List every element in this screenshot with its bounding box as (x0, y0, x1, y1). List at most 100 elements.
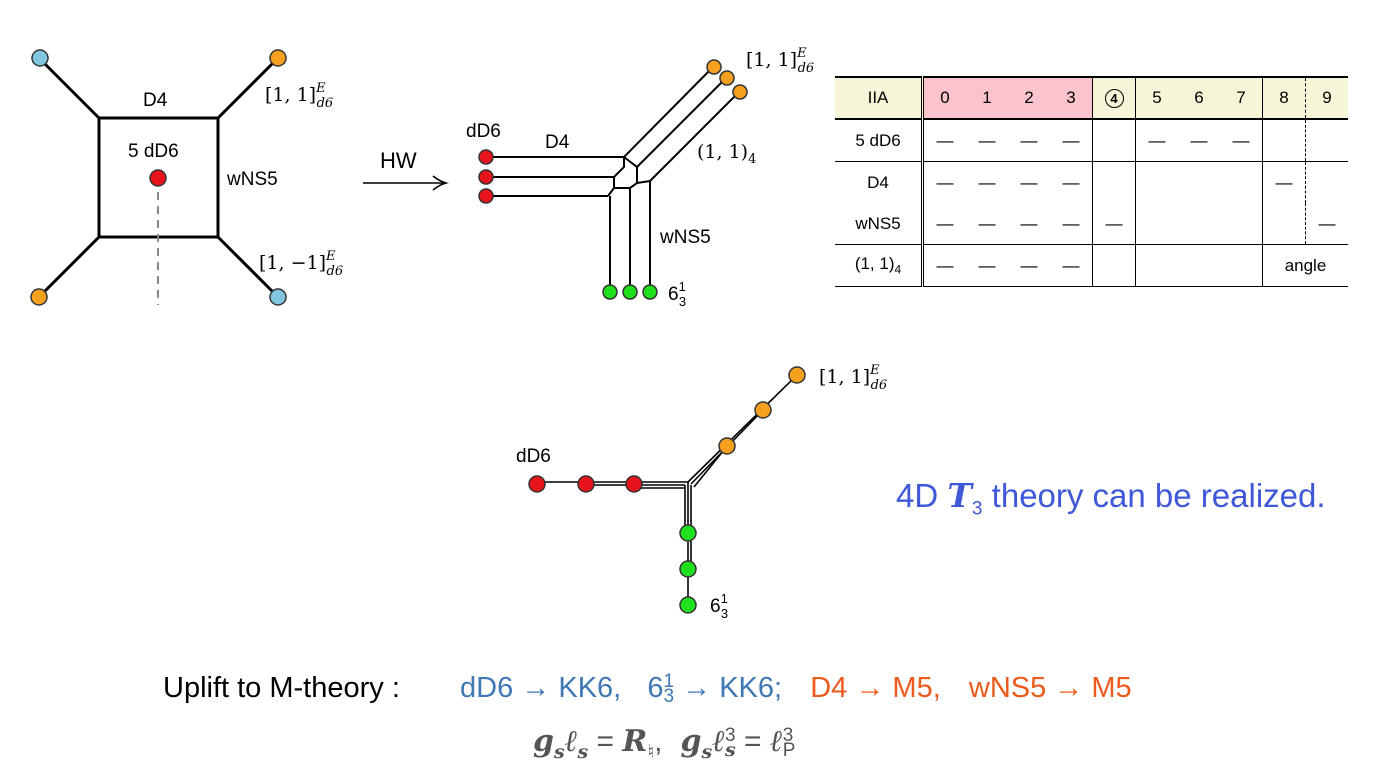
table-cell (1305, 161, 1348, 203)
table-cell: — (1008, 244, 1050, 287)
table-cell (1092, 119, 1136, 162)
table-cell (1135, 203, 1178, 245)
table-row: D4 — — — — — (835, 161, 1348, 204)
orange-node (718, 437, 736, 455)
table-cell: — (936, 172, 954, 192)
col-header: 0 (922, 76, 966, 120)
red-node (478, 188, 494, 204)
red-node (149, 169, 167, 187)
table-cell: — (1008, 203, 1050, 245)
table-cell: — (1220, 119, 1263, 162)
row-label: (1, 1)4 (835, 244, 924, 287)
table-cell: — (978, 172, 996, 192)
col-header: 2 (1008, 76, 1050, 120)
row-label: D4 (835, 161, 924, 203)
orange-node (719, 70, 735, 86)
row-label: wNS5 (835, 203, 924, 245)
table-cell: — (1305, 203, 1348, 245)
orange-node (788, 366, 806, 384)
table-cell: — (1178, 119, 1220, 162)
table-cell (1220, 203, 1263, 245)
table-cell (1262, 119, 1306, 162)
table-cell: — (1092, 203, 1136, 245)
t3-statement: 4D T3 theory can be realized. (896, 476, 1326, 520)
uplift-map-dd6: dD6 → KK6, (460, 672, 622, 704)
col-header: 5 (1135, 76, 1178, 120)
red-node (528, 475, 546, 493)
table-cell: — (966, 203, 1008, 245)
table-cell: — (1135, 119, 1178, 162)
orange-node (30, 288, 48, 306)
table-cell (1220, 244, 1263, 287)
orange-node (732, 84, 748, 100)
table-cell-angle: angle (1262, 244, 1348, 287)
table-cell (1305, 119, 1348, 162)
table-cell: — (966, 244, 1008, 287)
table-cell (1092, 161, 1136, 203)
green-node (679, 560, 697, 578)
table-cell: — (1062, 172, 1080, 192)
arrow-label-hw: HW (380, 148, 417, 173)
label-d4: D4 (545, 132, 570, 153)
col-header: 3 (1050, 76, 1093, 120)
orange-node (269, 49, 287, 67)
col-header: 9 (1305, 76, 1348, 120)
table-cell (1220, 162, 1263, 204)
table-cell: — (1050, 119, 1093, 162)
green-node (602, 284, 618, 300)
orange-node (754, 401, 772, 419)
row-label: 5 dD6 (835, 119, 924, 162)
col-header: 1 (966, 76, 1008, 120)
table-cell: — (1050, 244, 1093, 287)
label-dd6: dD6 (466, 121, 501, 142)
table-header-row: IIA 0 1 2 3 4 5 6 7 8 9 (835, 76, 1348, 120)
label-dd6: dD6 (516, 446, 551, 467)
col-header-circled: 4 (1092, 76, 1136, 120)
table-cell: — (1008, 119, 1050, 162)
table-head-iia: IIA (835, 76, 924, 120)
label-11-4: (1, 1)4 (697, 141, 756, 167)
col-header: 8 (1262, 76, 1306, 120)
orange-node (706, 59, 722, 75)
table-cell (1262, 203, 1306, 245)
table-cell (1178, 244, 1220, 287)
col-header: 7 (1220, 76, 1263, 120)
label-wns5: wNS5 (226, 169, 278, 190)
table-cell: — (1050, 203, 1093, 245)
green-node (622, 284, 638, 300)
table-cell (1178, 203, 1220, 245)
table-row: (1, 1)4 — — — — angle (835, 244, 1348, 287)
diagram-square-web (38, 57, 279, 305)
red-node (577, 475, 595, 493)
table-cell: — (922, 119, 966, 162)
table-row: wNS5 — — — — — — (835, 203, 1348, 245)
green-node (679, 524, 697, 542)
table-cell (1135, 244, 1178, 287)
red-node (625, 475, 643, 493)
uplift-label: Uplift to M-theory : (163, 672, 400, 704)
table-cell (1092, 244, 1136, 287)
label-5dd6: 5 dD6 (128, 141, 179, 162)
table-cell: — (1020, 172, 1038, 192)
label-d4: D4 (143, 90, 168, 111)
green-node (642, 284, 658, 300)
table-cell (1178, 162, 1220, 204)
light-blue-node (31, 49, 49, 67)
red-node (478, 149, 494, 165)
col-header: 6 (1178, 76, 1220, 120)
diagram-hw-web (486, 66, 740, 292)
green-node (679, 596, 697, 614)
uplift-map-wns5: wNS5 → M5 (968, 672, 1132, 704)
table-cell: — (1262, 161, 1306, 203)
brane-configuration-table: IIA 0 1 2 3 4 5 6 7 8 9 5 dD6 — — — — — … (835, 76, 1348, 287)
table-cell (1135, 161, 1178, 203)
